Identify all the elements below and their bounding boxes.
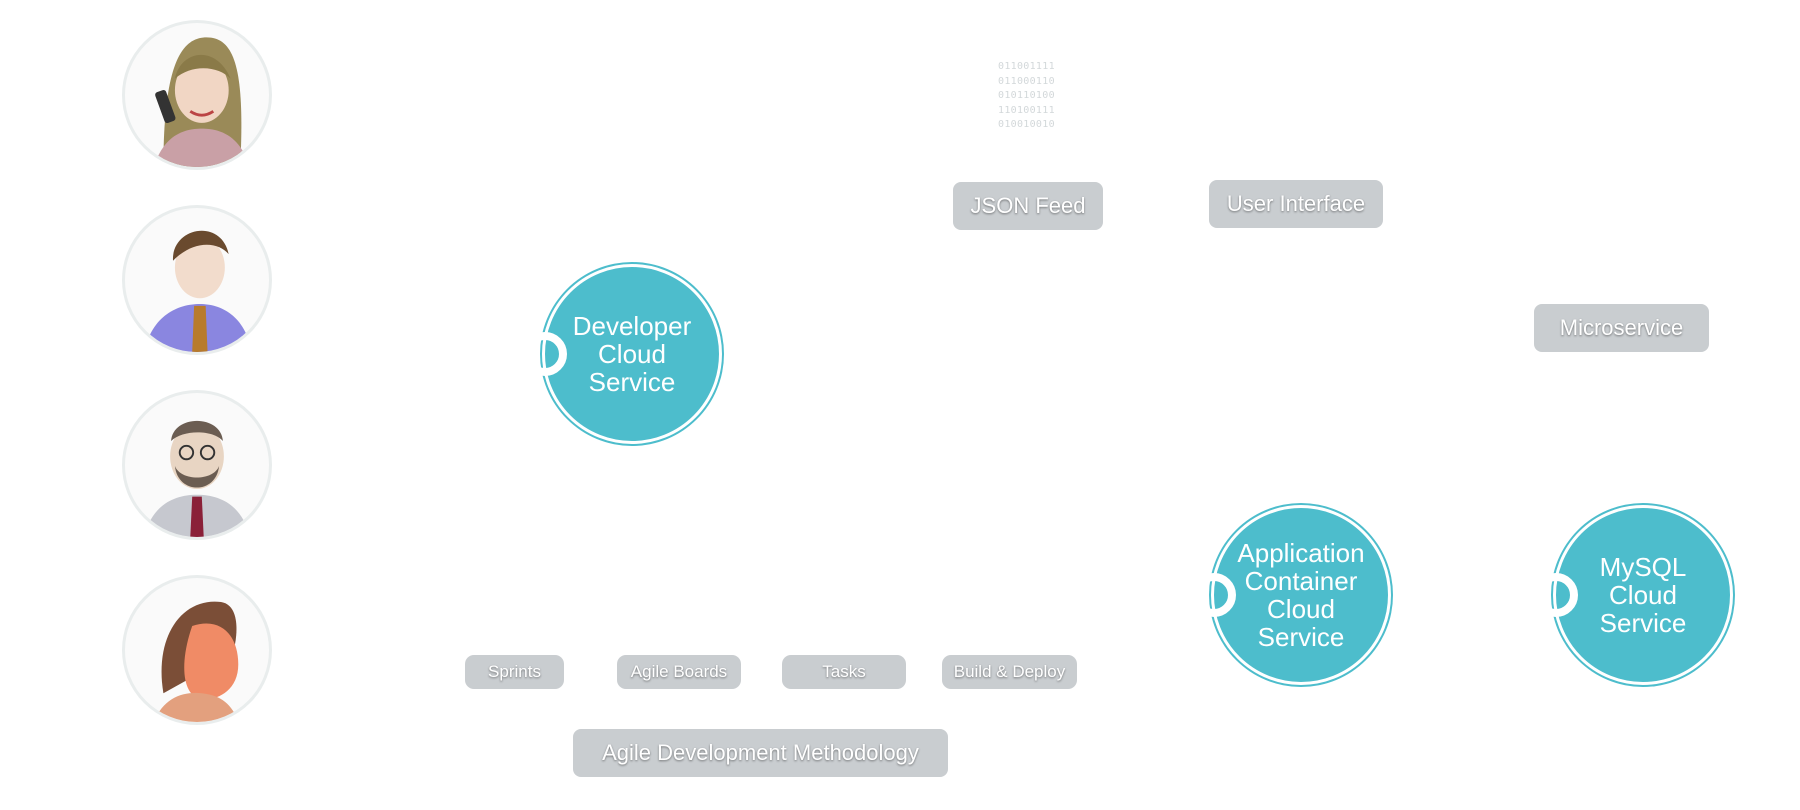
build-deploy-pill: Build & Deploy: [942, 655, 1077, 689]
agile-methodology-pill: Agile Development Methodology: [573, 729, 948, 777]
connector-notch: [523, 332, 567, 376]
persona-woman-on-phone: [122, 20, 272, 170]
json-feed-pill: JSON Feed: [953, 182, 1103, 230]
tasks-pill: Tasks: [782, 655, 906, 689]
connector-notch: [1534, 573, 1578, 617]
developer-cloud-service-label: Developer Cloud Service: [572, 311, 692, 397]
agile-boards-pill: Agile Boards: [617, 655, 741, 689]
application-container-cloud-service-label: Application Container Cloud Service: [1237, 538, 1365, 652]
persona-bearded-man-glasses: [122, 390, 272, 540]
persona-man-blue-shirt: [122, 205, 272, 355]
user-interface-pill: User Interface: [1209, 180, 1383, 228]
mysql-cloud-service: MySQL Cloud Service: [1534, 505, 1733, 685]
microservice-pill: Microservice: [1534, 304, 1709, 352]
mysql-cloud-service-label: MySQL Cloud Service: [1599, 552, 1687, 638]
sprints-pill: Sprints: [465, 655, 564, 689]
persona-young-man-profile: [122, 575, 272, 725]
developer-cloud-service: Developer Cloud Service: [523, 264, 722, 444]
application-container-cloud-service: Application Container Cloud Service: [1192, 505, 1391, 685]
connector-notch: [1192, 573, 1236, 617]
